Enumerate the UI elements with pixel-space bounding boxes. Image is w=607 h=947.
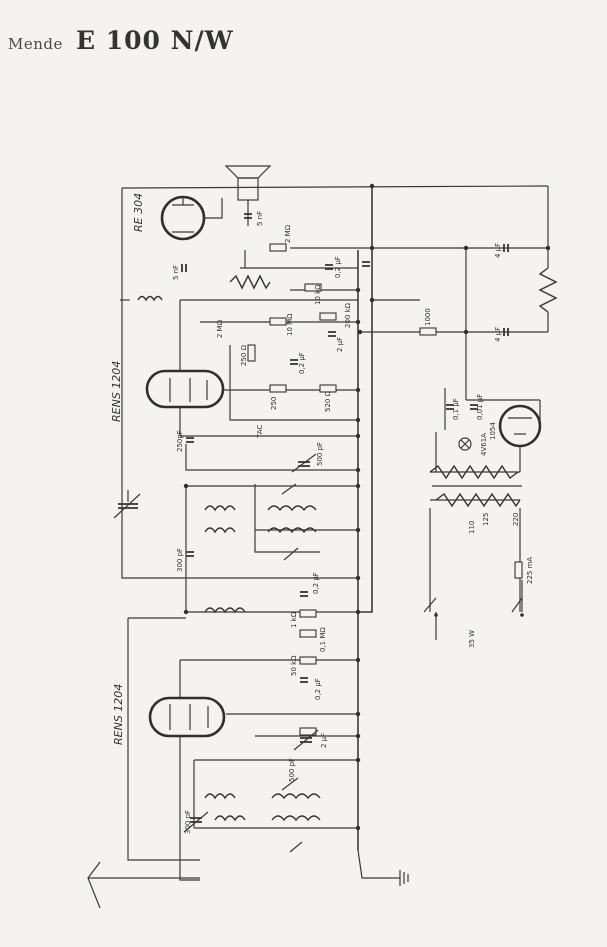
label-fuse: 225 mA: [526, 557, 534, 584]
junctions: [183, 183, 551, 831]
model-title: E 100 N/W: [75, 26, 234, 55]
label-c-2uf-b: 2 µF: [320, 733, 328, 748]
label-c-001: 0,01 µF: [476, 394, 484, 420]
switches: [281, 483, 524, 853]
label-tap-220: 220: [512, 513, 520, 526]
label-r-250: 250 Ω: [240, 344, 248, 366]
label-r-1k: 1 kΩ: [290, 611, 298, 628]
loudspeaker-icon: [224, 165, 272, 226]
label-c-02d: 0,2 µF: [314, 678, 322, 700]
label-c-250pf: 250pF: [176, 430, 184, 452]
variable-resistors: [229, 250, 558, 332]
label-c-5nf: 5 nF: [172, 265, 180, 280]
label-power: 35 W: [468, 630, 476, 648]
tuning-capacitors: [113, 453, 319, 833]
label-c-300pf-b: 300 pF: [184, 810, 192, 834]
label-r-200k: 200 kΩ: [344, 302, 352, 328]
main-wiring: [120, 185, 549, 881]
tube-label-hf: RENS 1204: [112, 684, 125, 745]
tube-output: [160, 195, 223, 241]
tube-label-output: RE 304: [132, 193, 145, 232]
coils: [137, 295, 321, 822]
component-labels: 5 nF 2 MΩ 5 nF 0,2 µF 10 kΩ 2 MΩ 10 MΩ 2…: [172, 211, 534, 834]
label-r-520: 520 Ω: [324, 390, 332, 412]
label-r-2m: 2 MΩ: [284, 224, 292, 243]
manufacturer-label: Mende: [8, 35, 63, 53]
mains-transformer: [429, 464, 522, 508]
ground-icon: [399, 870, 409, 886]
label-c-02b: 0,2 µF: [298, 352, 306, 374]
label-r-10k: 10 kΩ: [314, 284, 322, 305]
label-r-01m: 0,1 MΩ: [319, 627, 327, 652]
capacitors: [181, 213, 509, 683]
label-r-10m: 10 MΩ: [286, 313, 294, 336]
rectifier-tube: [498, 404, 542, 448]
label-c-01a: 0,1 µF: [452, 398, 460, 420]
tube-hf: [148, 696, 226, 738]
label-r-50k: 50 kΩ: [290, 655, 298, 676]
label-c-300pf-a: 300 pF: [176, 548, 184, 572]
pilot-lamp: [458, 437, 472, 451]
lamp-label: 4V61A: [480, 433, 488, 456]
tube-label-detector: RENS 1204: [110, 361, 123, 422]
label-tap-110: 110: [468, 521, 476, 534]
label-c-500pf: 500 pF: [316, 442, 324, 466]
label-c-02c: 0,2 µF: [312, 572, 320, 594]
tube-detector: [145, 369, 225, 409]
label-tap-125: 125: [482, 513, 490, 526]
label-c-4uf-b: 4 µF: [494, 327, 502, 342]
antenna-icon: [87, 861, 200, 909]
label-c-500pf-b: 500 pF: [288, 758, 296, 782]
label-r-1000: 1000: [424, 308, 432, 326]
label-c-speaker: 5 nF: [256, 211, 264, 226]
rectifier-code: 1054: [489, 422, 497, 440]
label-c-02a: 0,2 µF: [334, 256, 342, 278]
label-r-250b: 250: [270, 397, 278, 410]
label-coupler: TAC: [256, 425, 264, 439]
label-c-4uf-a: 4 µF: [494, 243, 502, 258]
resistors: [247, 243, 523, 736]
label-c-2uf: 2 µF: [336, 337, 344, 352]
title-block: Mende E 100 N/W: [8, 26, 234, 55]
label-r-2m-b: 2 MΩ: [216, 319, 224, 338]
